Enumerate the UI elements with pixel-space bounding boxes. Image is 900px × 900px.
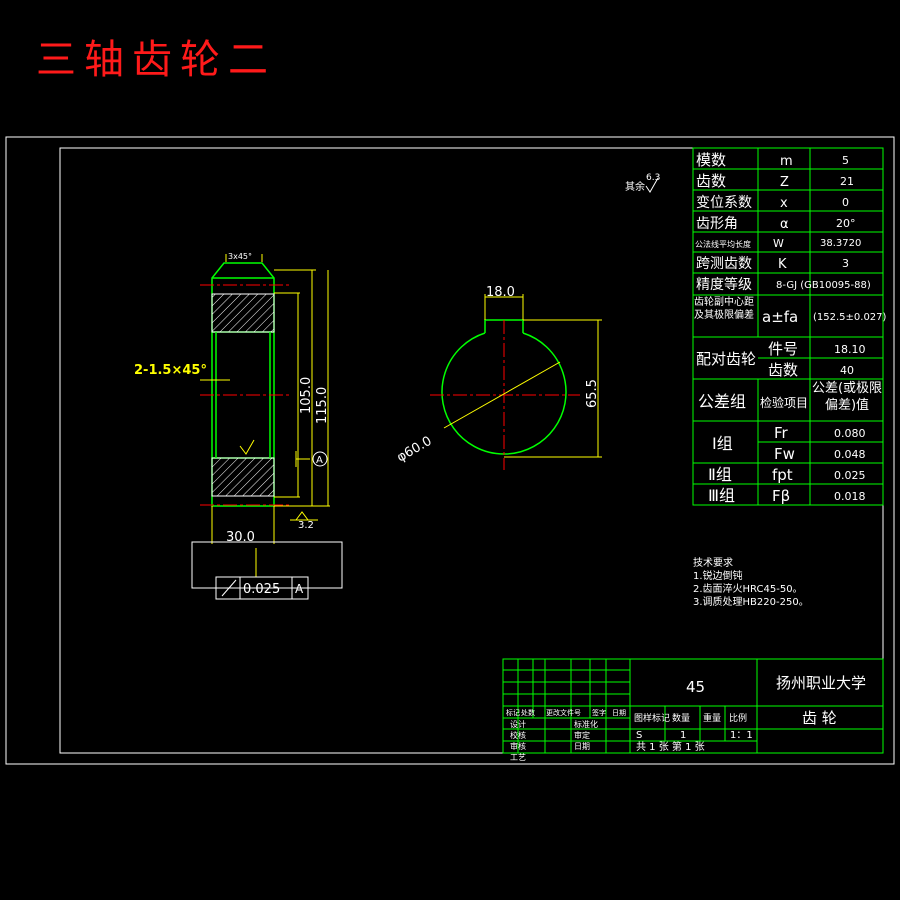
- header-cell-1: 处数: [521, 708, 535, 717]
- mid-label-1: 审定: [574, 730, 590, 740]
- role-1: 校核: [510, 730, 526, 740]
- mating-label: 配对齿轮: [696, 350, 756, 368]
- role-2: 审核: [510, 741, 526, 751]
- param-name-2: 变位系数: [696, 195, 752, 211]
- dim-key-depth: 65.5: [585, 379, 600, 408]
- roughness-note: 其余 6.3: [625, 173, 660, 193]
- outer-frame: [5, 136, 895, 765]
- tech-item-0: 1.锐边倒钝: [693, 569, 743, 582]
- tol-value-1: 0.048: [834, 448, 866, 461]
- tol-item-1: Fw: [774, 445, 795, 463]
- datum-label: A: [316, 455, 323, 466]
- header-cell-4: 日期: [612, 709, 626, 717]
- param-name-5: 跨测齿数: [696, 256, 752, 272]
- mating-part-no: 18.10: [834, 343, 866, 356]
- inner-frame: [59, 147, 884, 754]
- param-value-4: 38.3720: [820, 238, 861, 249]
- dim-chamfer-top: 3x45°: [228, 252, 252, 261]
- parameter-table: [692, 147, 884, 506]
- param-value-7: (152.5±0.027): [813, 312, 887, 323]
- tol-header-value: 公差(或极限偏差)值: [811, 381, 883, 413]
- param-value-6: 8-GJ (GB10095-88): [776, 280, 871, 291]
- school-name: 扬州职业大学: [776, 674, 866, 692]
- tol-group-3: Ⅲ组: [708, 486, 735, 505]
- param-name-7: 齿轮副中心距及其极限偏差: [694, 297, 754, 321]
- gear-section-view: [200, 262, 290, 507]
- sheets-label: 共 1 张 第 1 张: [636, 740, 705, 753]
- tol-header-item: 检验项目: [760, 395, 808, 410]
- param-value-0: 5: [842, 154, 849, 167]
- param-value-2: 0: [842, 196, 849, 209]
- tol-value-2: 0.025: [834, 469, 866, 482]
- hatch-top: [212, 294, 274, 332]
- drawing-title: 三轴齿轮二: [36, 37, 276, 83]
- mating-teeth-label: 齿数: [768, 361, 798, 379]
- tol-value-0: 0.080: [834, 427, 866, 440]
- tolerance-datum: A: [295, 582, 304, 596]
- tech-requirements: 技术要求 1.锐边倒钝 2.齿面淬火HRC45-50。 3.调质处理HB220-…: [693, 556, 809, 608]
- param-symbol-1: Z: [780, 175, 789, 190]
- tol-value-3: 0.018: [834, 490, 866, 503]
- dim-bore: 105.0: [299, 377, 314, 414]
- tol-item-0: Fr: [774, 424, 789, 442]
- tol-group-0: Ⅰ组: [712, 434, 733, 453]
- mating-part-no-label: 件号: [768, 340, 798, 358]
- dim-key-width: 18.0: [486, 285, 515, 300]
- param-name-0: 模数: [696, 151, 726, 169]
- dim-width: 30.0: [226, 530, 255, 545]
- param-value-3: 20°: [836, 217, 856, 230]
- param-symbol-2: x: [780, 196, 788, 211]
- stage-header-0: 图样标记: [634, 712, 670, 724]
- material: 45: [686, 678, 705, 696]
- tol-header-group: 公差组: [698, 392, 746, 411]
- stage-value: S: [636, 730, 642, 741]
- tech-item-2: 3.调质处理HB220-250。: [693, 596, 809, 608]
- title-block: [502, 658, 884, 754]
- param-symbol-0: m: [780, 154, 793, 169]
- header-cell-2: 更改文件号: [546, 708, 581, 717]
- param-symbol-3: α: [780, 217, 789, 232]
- tolerance-frame: 0.025 A: [191, 541, 343, 600]
- param-symbol-4: W: [773, 237, 784, 250]
- rough-face: 3.2: [298, 520, 314, 531]
- header-cell-0: 标记: [506, 708, 520, 717]
- param-name-6: 精度等级: [696, 276, 752, 293]
- tolerance-value: 0.025: [243, 582, 280, 597]
- roughness-label: 其余: [625, 180, 645, 193]
- scale: 1：1: [730, 730, 753, 741]
- dim-diameter: φ60.0: [395, 434, 435, 466]
- param-name-3: 齿形角: [696, 216, 738, 232]
- mating-teeth: 40: [840, 364, 854, 377]
- stage-header-2: 重量: [703, 712, 721, 724]
- header-cell-3: 签字: [592, 708, 606, 717]
- param-name-4: 公法线平均长度: [695, 239, 751, 249]
- tol-item-3: Fβ: [772, 487, 790, 505]
- hatch-bottom: [212, 458, 274, 496]
- role-0: 设计: [510, 719, 526, 729]
- dim-outer: 115.0: [315, 387, 330, 424]
- mid-label-2: 日期: [574, 742, 590, 751]
- tol-item-2: fpt: [772, 466, 793, 484]
- mid-label-0: 标准化: [574, 719, 598, 729]
- param-symbol-5: K: [778, 257, 787, 272]
- part-name: 齿 轮: [802, 709, 837, 727]
- param-name-1: 齿数: [696, 172, 726, 190]
- param-symbol-7: a±fa: [762, 308, 798, 326]
- tech-heading: 技术要求: [693, 556, 733, 569]
- stage-header-1: 数量: [672, 712, 690, 724]
- dim-chamfer-side: 2-1.5×45°: [134, 363, 207, 378]
- tol-group-2: Ⅱ组: [708, 465, 732, 484]
- role-3: 工艺: [510, 753, 526, 762]
- stage-header-3: 比例: [729, 712, 747, 724]
- tech-item-1: 2.齿面淬火HRC45-50。: [693, 582, 803, 595]
- quantity: 1: [680, 730, 686, 741]
- param-value-5: 3: [842, 257, 849, 270]
- roughness-value: 6.3: [646, 173, 660, 183]
- keyway-view: [430, 294, 602, 470]
- param-value-1: 21: [840, 175, 854, 188]
